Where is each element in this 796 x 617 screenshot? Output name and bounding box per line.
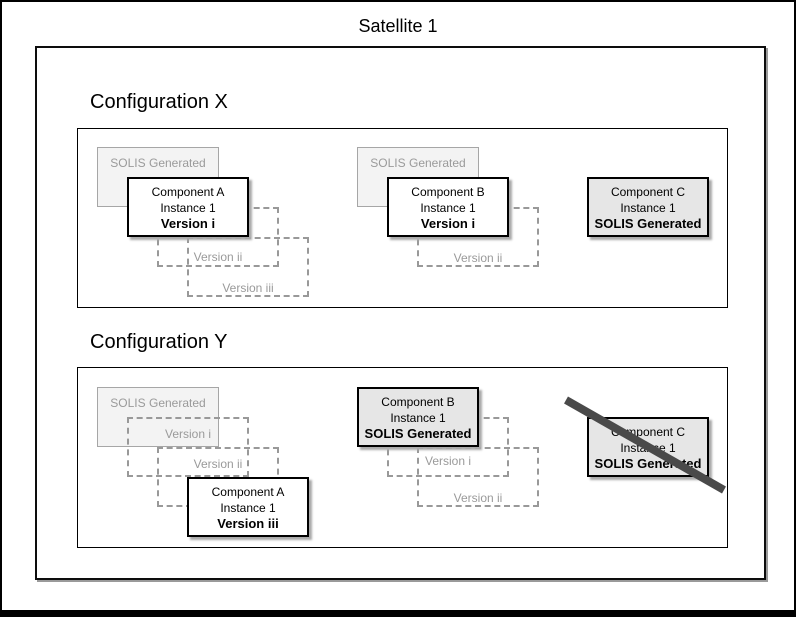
version-label: Version i — [424, 454, 472, 468]
config-x-component-a-version-iii-dashed-box: Version iii — [187, 237, 309, 297]
solis-generated-label: SOLIS Generated — [370, 156, 466, 170]
config-y-component-a-box: Component A Instance 1 Version iii — [187, 477, 309, 537]
version-label: Version ii — [453, 251, 503, 265]
version-label: Version ii — [193, 250, 243, 264]
config-y-component-b-box: Component B Instance 1 SOLIS Generated — [357, 387, 479, 447]
version-label: Version iii — [217, 516, 279, 531]
config-x-component-c-box: Component C Instance 1 SOLIS Generated — [587, 177, 709, 237]
component-name: Component A — [151, 185, 225, 199]
version-label: Version i — [160, 216, 216, 231]
version-label: Version iii — [222, 281, 274, 295]
version-label: Version ii — [193, 457, 243, 471]
instance-label: Instance 1 — [160, 201, 216, 215]
component-name: Component B — [381, 395, 455, 409]
component-name: Component A — [211, 485, 285, 499]
config-x-component-b-box: Component B Instance 1 Version i — [387, 177, 509, 237]
version-label: Version i — [164, 427, 212, 441]
solis-generated-label: SOLIS Generated — [110, 396, 206, 410]
diagram-title: Satellite 1 — [358, 16, 438, 36]
version-label: Version i — [420, 216, 476, 231]
version-label: Version ii — [453, 491, 503, 505]
solis-generated-label: SOLIS Generated — [110, 156, 206, 170]
component-name: Component C — [610, 185, 686, 199]
strikethrough-line — [564, 396, 726, 494]
component-name: Component B — [411, 185, 485, 199]
config-y-component-b-version-ii-dashed-box: Version ii — [417, 447, 539, 507]
config-x-component-a-box: Component A Instance 1 Version i — [127, 177, 249, 237]
instance-label: Instance 1 — [390, 411, 446, 425]
configuration-x-heading: Configuration X — [90, 91, 228, 113]
solis-generated-label: SOLIS Generated — [364, 426, 472, 441]
instance-label: Instance 1 — [220, 501, 276, 515]
solis-generated-label: SOLIS Generated — [594, 216, 702, 231]
instance-label: Instance 1 — [620, 201, 676, 215]
configuration-y-heading: Configuration Y — [90, 331, 228, 353]
instance-label: Instance 1 — [420, 201, 476, 215]
